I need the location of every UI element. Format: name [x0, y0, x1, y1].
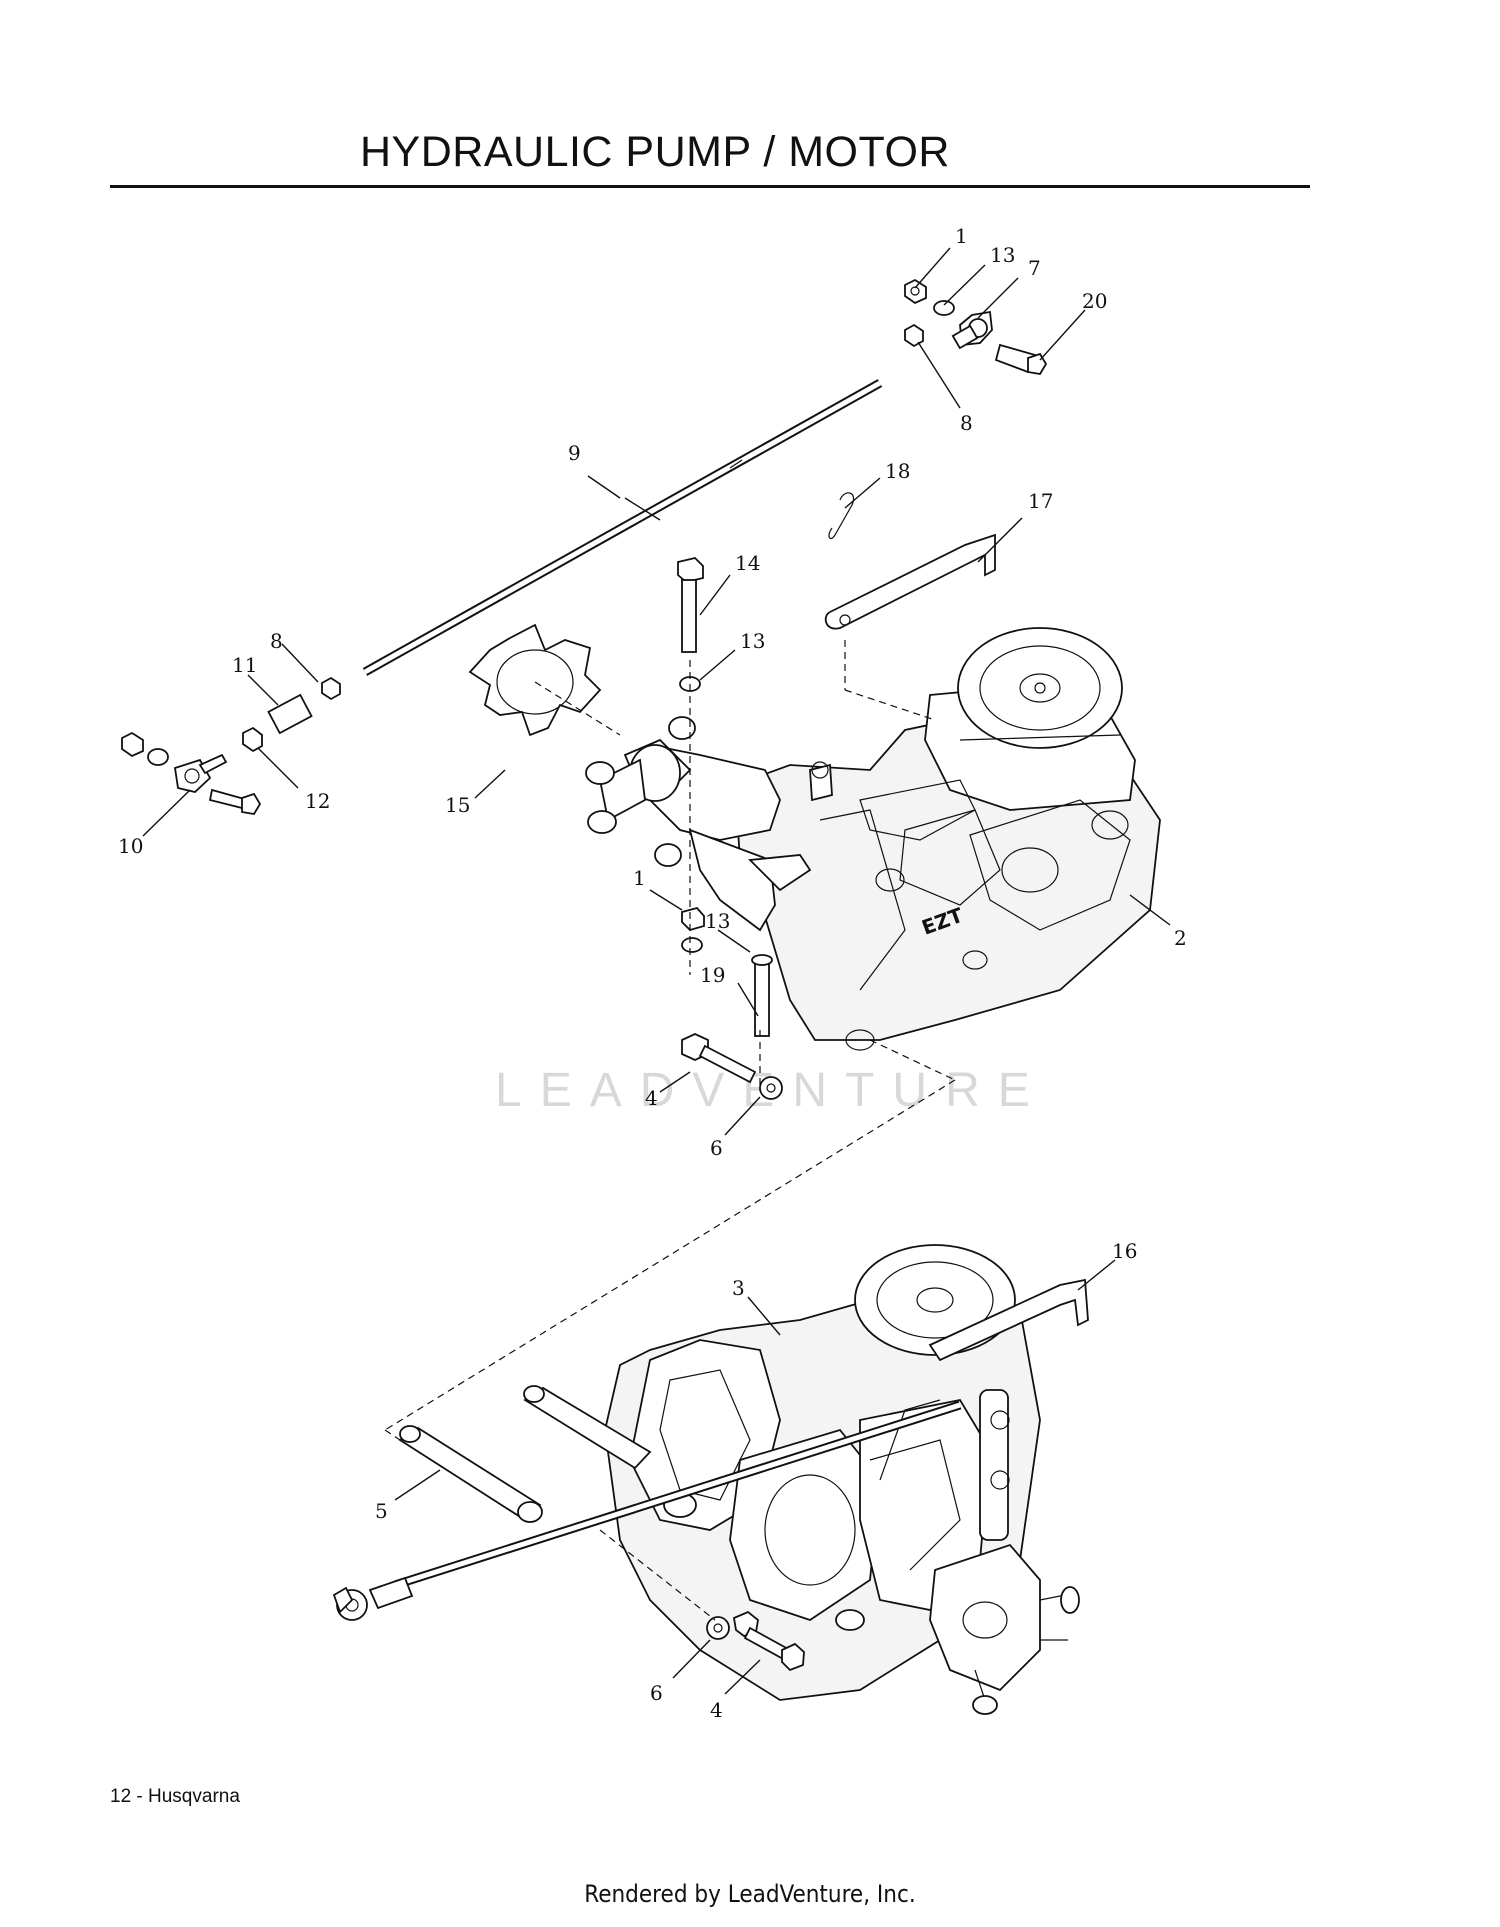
callout-17: 17 — [1028, 489, 1053, 513]
upper-bolt-washer — [681, 1033, 783, 1100]
callout-13-low: 13 — [705, 909, 730, 933]
callout-6-bot: 6 — [650, 1681, 663, 1705]
callout-5: 5 — [375, 1499, 388, 1523]
upper-transmission: EZT — [585, 627, 1161, 1051]
lower-bracket — [928, 1278, 1089, 1362]
render-credit: Rendered by LeadVenture, Inc. — [584, 1880, 916, 1908]
page-title: HYDRAULIC PUMP / MOTOR — [360, 128, 950, 176]
callout-15: 15 — [445, 793, 470, 817]
callout-8-left: 8 — [270, 629, 283, 653]
callout-2: 2 — [1174, 926, 1187, 950]
callout-13-mid: 13 — [740, 629, 765, 653]
callout-19: 19 — [700, 963, 725, 987]
callout-16: 16 — [1112, 1239, 1137, 1263]
callout-7: 7 — [1028, 256, 1041, 280]
callout-1-top: 1 — [955, 224, 968, 248]
callout-4-bot: 4 — [710, 1698, 723, 1722]
axle-pins — [398, 1385, 652, 1523]
callout-6-top: 6 — [710, 1136, 723, 1160]
title-rule — [110, 185, 1310, 188]
control-rod — [362, 379, 883, 676]
bracket-and-clip — [824, 492, 996, 630]
callout-3: 3 — [732, 1276, 745, 1300]
lower-bolt-washer — [706, 1610, 805, 1672]
leader-lines — [142, 247, 1171, 1695]
callout-1-mid: 1 — [633, 866, 646, 890]
callout-4-top: 4 — [645, 1086, 658, 1110]
page-footer: 12 - Husqvarna — [110, 1786, 240, 1807]
callout-20: 20 — [1082, 289, 1107, 313]
callout-11: 11 — [232, 653, 257, 677]
alignment-lines — [384, 640, 956, 1621]
lower-control-rod — [332, 1400, 962, 1621]
callout-12: 12 — [305, 789, 330, 813]
callout-9: 9 — [568, 441, 581, 465]
lower-transmission — [604, 1244, 1080, 1715]
callout-8-top: 8 — [960, 411, 973, 435]
mounting-plate — [468, 623, 602, 737]
left-hardware — [121, 676, 341, 815]
callout-10: 10 — [118, 834, 143, 858]
callout-18: 18 — [885, 459, 910, 483]
top-right-hardware — [904, 278, 1048, 375]
callout-14: 14 — [735, 551, 760, 575]
callout-labels: 1 13 7 20 8 9 18 17 14 13 8 11 12 15 10 … — [118, 224, 1187, 1722]
callout-13-top: 13 — [990, 243, 1015, 267]
vertical-bolts — [677, 557, 773, 1037]
